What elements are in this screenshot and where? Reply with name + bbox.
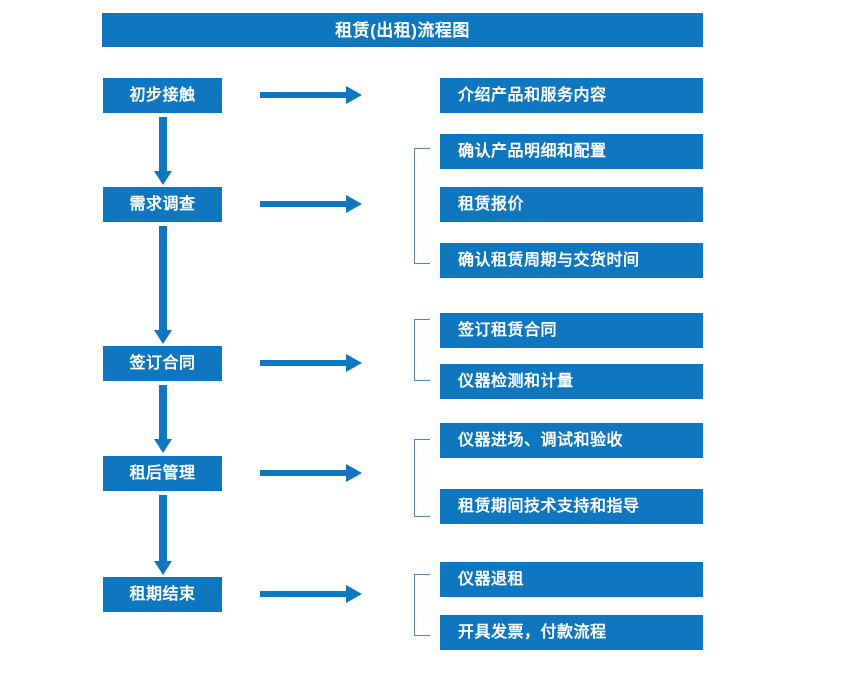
arrow-down-icon-1 (153, 115, 173, 187)
group-bracket-2 (414, 319, 430, 381)
arrow-right-icon-5 (258, 583, 364, 605)
detail-box-7[interactable]: 仪器进场、调试和验收 (440, 423, 703, 458)
detail-box-1[interactable]: 介绍产品和服务内容 (440, 78, 703, 113)
group-bracket-3 (414, 439, 430, 517)
detail-box-6[interactable]: 仪器检测和计量 (440, 364, 703, 399)
arrow-right-icon-2 (258, 193, 364, 215)
arrow-down-icon-3 (153, 383, 173, 455)
flowchart-title: 租赁(出租)流程图 (102, 13, 703, 47)
stage-box-1[interactable]: 初步接触 (103, 78, 222, 113)
detail-box-3[interactable]: 租赁报价 (440, 187, 703, 222)
detail-box-2[interactable]: 确认产品明细和配置 (440, 134, 703, 169)
arrow-right-icon-1 (258, 84, 364, 106)
arrow-down-icon-2 (153, 224, 173, 346)
arrow-right-icon-3 (258, 352, 364, 374)
stage-box-2[interactable]: 需求调查 (103, 187, 222, 222)
stage-box-3[interactable]: 签订合同 (103, 346, 222, 381)
detail-box-8[interactable]: 租赁期间技术支持和指导 (440, 489, 703, 524)
arrow-right-icon-4 (258, 462, 364, 484)
group-bracket-4 (414, 574, 430, 636)
stage-box-5[interactable]: 租期结束 (103, 577, 222, 612)
arrow-down-icon-4 (153, 493, 173, 577)
detail-box-5[interactable]: 签订租赁合同 (440, 313, 703, 348)
detail-box-4[interactable]: 确认租赁周期与交货时间 (440, 243, 703, 278)
detail-box-10[interactable]: 开具发票，付款流程 (440, 615, 703, 650)
group-bracket-1 (414, 148, 430, 264)
detail-box-9[interactable]: 仪器退租 (440, 562, 703, 597)
stage-box-4[interactable]: 租后管理 (103, 456, 222, 491)
